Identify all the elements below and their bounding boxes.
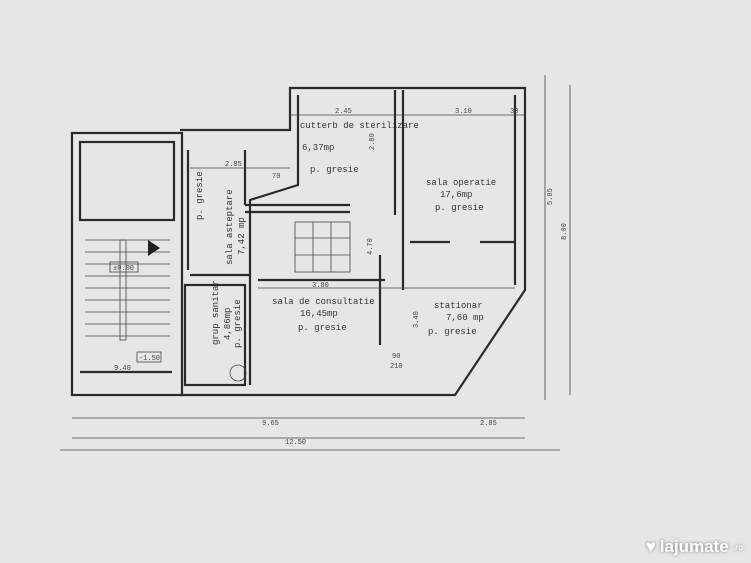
room-name: grup sanitar [211,280,221,345]
dim: 9.40 [114,365,131,373]
dim: 2.45 [335,108,352,116]
room-area: 7,60 mp [446,313,484,323]
level-lower: -1.50 [139,355,160,363]
dim: 4.70 [367,238,375,255]
dim: 210 [390,363,403,371]
sheet-frame [60,75,571,451]
room-area: 7,42 mp [237,217,247,255]
dim: 2.85 [225,161,242,169]
room-area: 17,6mp [440,190,472,200]
washbasin-icon [229,364,247,382]
dimension-lines [72,114,525,439]
staircase [85,239,170,341]
level-upper: ±0.00 [113,265,134,273]
room-floor: p. gresie [195,171,205,220]
room-name: sala operatie [426,178,496,188]
watermark: ♥ lajumate.ro [646,537,743,557]
watermark-tld: .ro [732,542,743,552]
level-box [136,351,162,363]
room-name: stationar [434,301,483,311]
room-area: 16,45mp [300,309,338,319]
room-floor: p. gresie [233,299,243,348]
room-floor: p. gresie [428,327,477,337]
dim: 8.00 [561,223,569,240]
dim: 30 [510,108,518,116]
room-name: sala de consultatie [272,297,375,307]
room-floor: p. gresie [298,323,347,333]
dim: 3.40 [413,311,421,328]
dim: 3.80 [312,282,329,290]
room-floor: p. gresie [435,203,484,213]
watermark-logo-icon: ♥ [645,537,656,556]
dim: 70 [272,173,280,181]
room-floor: p. gresie [310,165,359,175]
level-box [109,261,139,273]
dim: 9.65 [262,420,279,428]
entrance-arrow-icon [148,240,160,256]
watermark-brand: lajumate [659,537,729,556]
skylight-grid [294,221,351,273]
dim: 3.10 [455,108,472,116]
room-name: cutterb de sterilizare [300,121,419,131]
dim: 90 [392,353,400,361]
dim: 12.50 [285,439,306,447]
dim: 2.80 [369,133,377,150]
room-area: 4,86mp [223,308,233,340]
dim: 5.85 [547,188,555,205]
walls [70,86,527,397]
room-area: 6,37mp [302,143,334,153]
dim: 2.85 [480,420,497,428]
room-name: sala asteptare [225,189,235,265]
